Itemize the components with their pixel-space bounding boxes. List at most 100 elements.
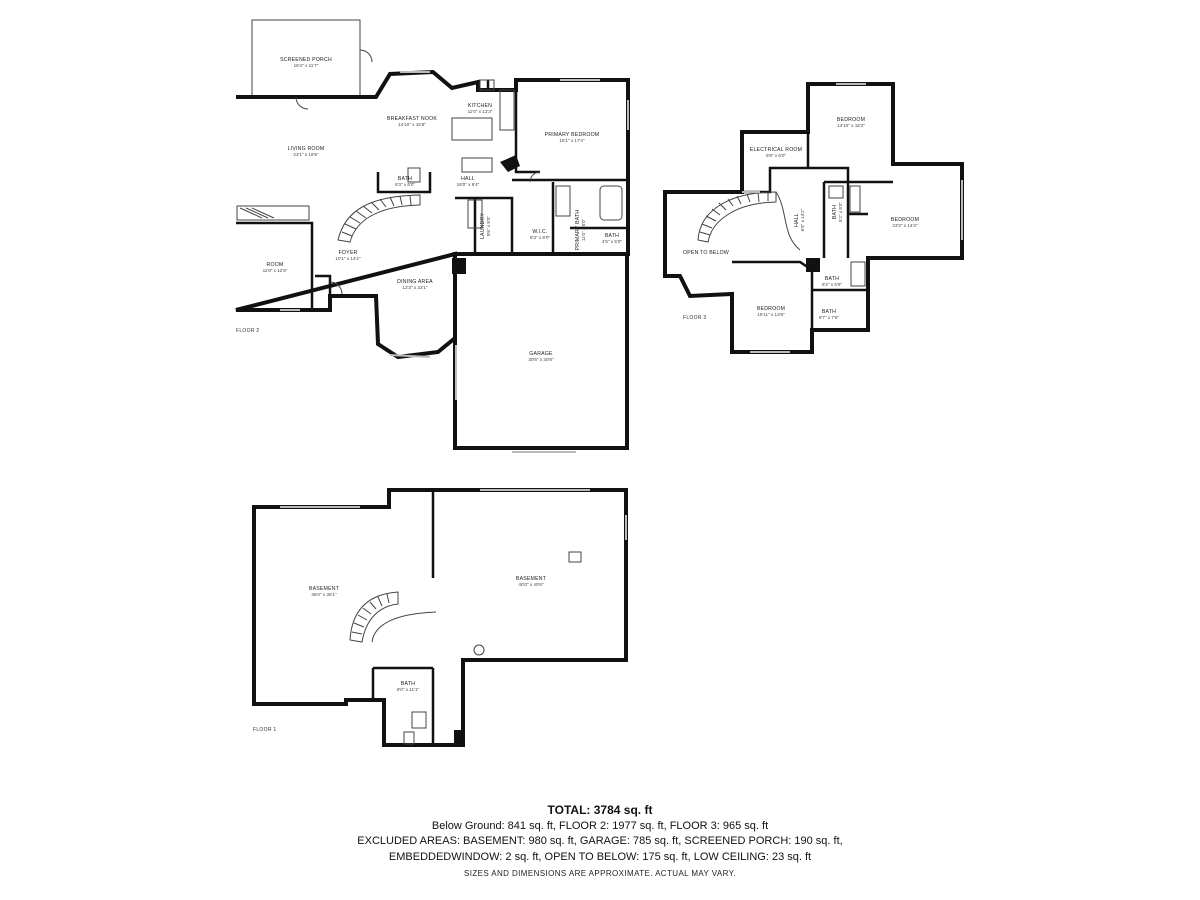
dining-bay-window [389,354,431,358]
excluded-areas-continued: EMBEDDEDWINDOW: 2 sq. ft, OPEN TO BELOW:… [388,850,812,863]
room-dimensions: 11'0" x 8'0" [581,218,586,241]
fireplace-hearth [236,205,310,221]
floor-1-plan: BASEMENT 36'0" x 36'1" BASEMENT 40'0" x … [252,488,628,747]
room-dimensions: 16'4" x 11'7" [294,63,319,68]
room-dimensions: 16'11" x 13'6" [757,312,785,317]
porch-door-swing [359,49,373,63]
room-label: ROOM [267,262,284,268]
floor-1-interior-walls [371,490,435,745]
room-label: LIVING ROOM [288,146,325,152]
floor-3-staircase [697,191,777,243]
room-label: DINING AREA [397,279,433,285]
floor-3-bath-toilet [828,185,844,199]
basement-bath-vanity [411,711,427,729]
room-label: HALL [461,176,475,182]
basement-sump [568,551,582,563]
room-dimensions: 6'3" x 6'0" [395,182,415,187]
floor-1-column [454,730,462,744]
primary-bath-tub [599,185,623,221]
front-door-swing [329,281,343,295]
basement-bath-toilet [403,731,415,745]
room-label: PRIMARY BEDROOM [545,132,600,138]
room-label: PRIMARY BATH [575,210,581,251]
kitchen-counter [499,89,515,131]
room-dimensions: 14'10" x 15'8" [398,122,426,127]
room-label: W.I.C. [532,229,547,235]
floor-1-label: FLOOR 1 [253,727,277,733]
floor-3-column [806,258,820,272]
floor-2-interior-walls [236,80,628,310]
laundry-machines [467,199,483,229]
room-dimensions: 36'0" x 36'1" [311,592,337,597]
room-label: BREAKFAST NOOK [387,116,437,122]
room-dimensions: 10'1" x 14'2" [335,256,361,261]
basement-stair-rail [371,611,437,643]
kitchen-peninsula [461,157,493,173]
room-label: BATH [401,681,415,687]
room-label: BATH [832,205,838,219]
open-to-below-edge [775,191,801,251]
floor-3-plan: BEDROOM 14'10" x 15'2" ELECTRICAL ROOM 9… [663,82,964,354]
room-label: BEDROOM [891,217,919,223]
floor-3-bath2-vanity [850,261,866,287]
half-bath-toilet [407,167,421,183]
room-dimensions: 23'1" x 16'9" [293,152,319,157]
disclaimer: SIZES AND DIMENSIONS ARE APPROXIMATE. AC… [463,869,737,878]
room-dimensions: 8'0" x 11'1" [397,687,420,692]
room-dimensions: 16'0" x 6'4" [457,182,480,187]
room-dimensions: 9'8" x 6'0" [766,153,786,158]
area-breakdown: Below Ground: 841 sq. ft, FLOOR 2: 1977 … [431,819,769,832]
primary-bedroom-door-swing [529,171,541,183]
floor-1-staircase [349,591,399,643]
room-label: ELECTRICAL ROOM [750,147,802,153]
room-label: LAUNDRY [480,213,486,239]
room-label: SCREENED PORCH [280,57,332,63]
floor-2-label: FLOOR 2 [236,328,260,334]
room-dimensions: 8'6" x 8'0" [486,216,491,236]
room-label: HALL [794,213,800,227]
room-label: KITCHEN [468,103,492,109]
room-label: BASEMENT [516,576,547,582]
room-dimensions: 12'3" x 22'1" [402,285,428,290]
room-label: BEDROOM [837,117,865,123]
room-dimensions: 5'2" x 8'0" [838,202,843,222]
floor-3-interior-walls [732,132,893,330]
room-dimensions: 40'0" x 40'6" [518,582,544,587]
room-dimensions: 8'3" x 9'0" [530,235,550,240]
room-dimensions: 16'1" x 17'4" [559,138,585,143]
kitchen-island [451,117,493,141]
floor-plan-drawing: SCREENED PORCH 16'4" x 11'7" BREAKFAST N… [235,19,964,747]
room-dimensions: 8'7" x 7'6" [819,315,839,320]
room-label: BATH [822,309,836,315]
primary-bath-vanity [555,185,571,217]
floor-2-column [452,258,466,274]
room-dimensions: 6'2" x 5'9" [822,282,842,287]
floor-3-bath-vanity [849,185,861,213]
floor-3-exterior-wall [663,82,964,354]
room-dimensions: 23'2" x 14'3" [892,223,918,228]
room-dimensions: 11'8" x 12'6" [263,268,288,273]
porch-entry-door-swing [295,96,309,110]
pantry-block [500,155,520,172]
excluded-areas: EXCLUDED AREAS: BASEMENT: 980 sq. ft, GA… [357,835,843,847]
fireplace-hatch [239,207,275,219]
floor-3-label: FLOOR 3 [683,315,707,321]
room-dimensions: 14'10" x 15'2" [837,123,865,128]
room-label: BASEMENT [309,586,340,592]
room-label: FOYER [339,250,358,256]
floor-2-plan: SCREENED PORCH 16'4" x 11'7" BREAKFAST N… [235,19,630,453]
floor-1-exterior-wall [252,488,628,747]
room-dimensions: 4'5" x 5'0" [602,239,622,244]
room-label: BEDROOM [757,306,785,312]
area-summary: TOTAL: 3784 sq. ft Below Ground: 841 sq.… [300,803,900,865]
room-label: BATH [825,276,839,282]
floor-2-exterior-wall [235,69,630,450]
room-dimensions: 30'6" x 30'8" [528,357,554,362]
basement-drain [473,644,485,656]
room-label: GARAGE [529,351,553,357]
room-label: OPEN TO BELOW [683,250,729,256]
total-area: TOTAL: 3784 sq. ft [547,803,653,817]
room-dimensions: 11'0" x 13'3" [468,109,493,114]
room-dimensions: 6'8" x 14'2" [800,208,805,231]
kitchen-sink [479,79,495,91]
